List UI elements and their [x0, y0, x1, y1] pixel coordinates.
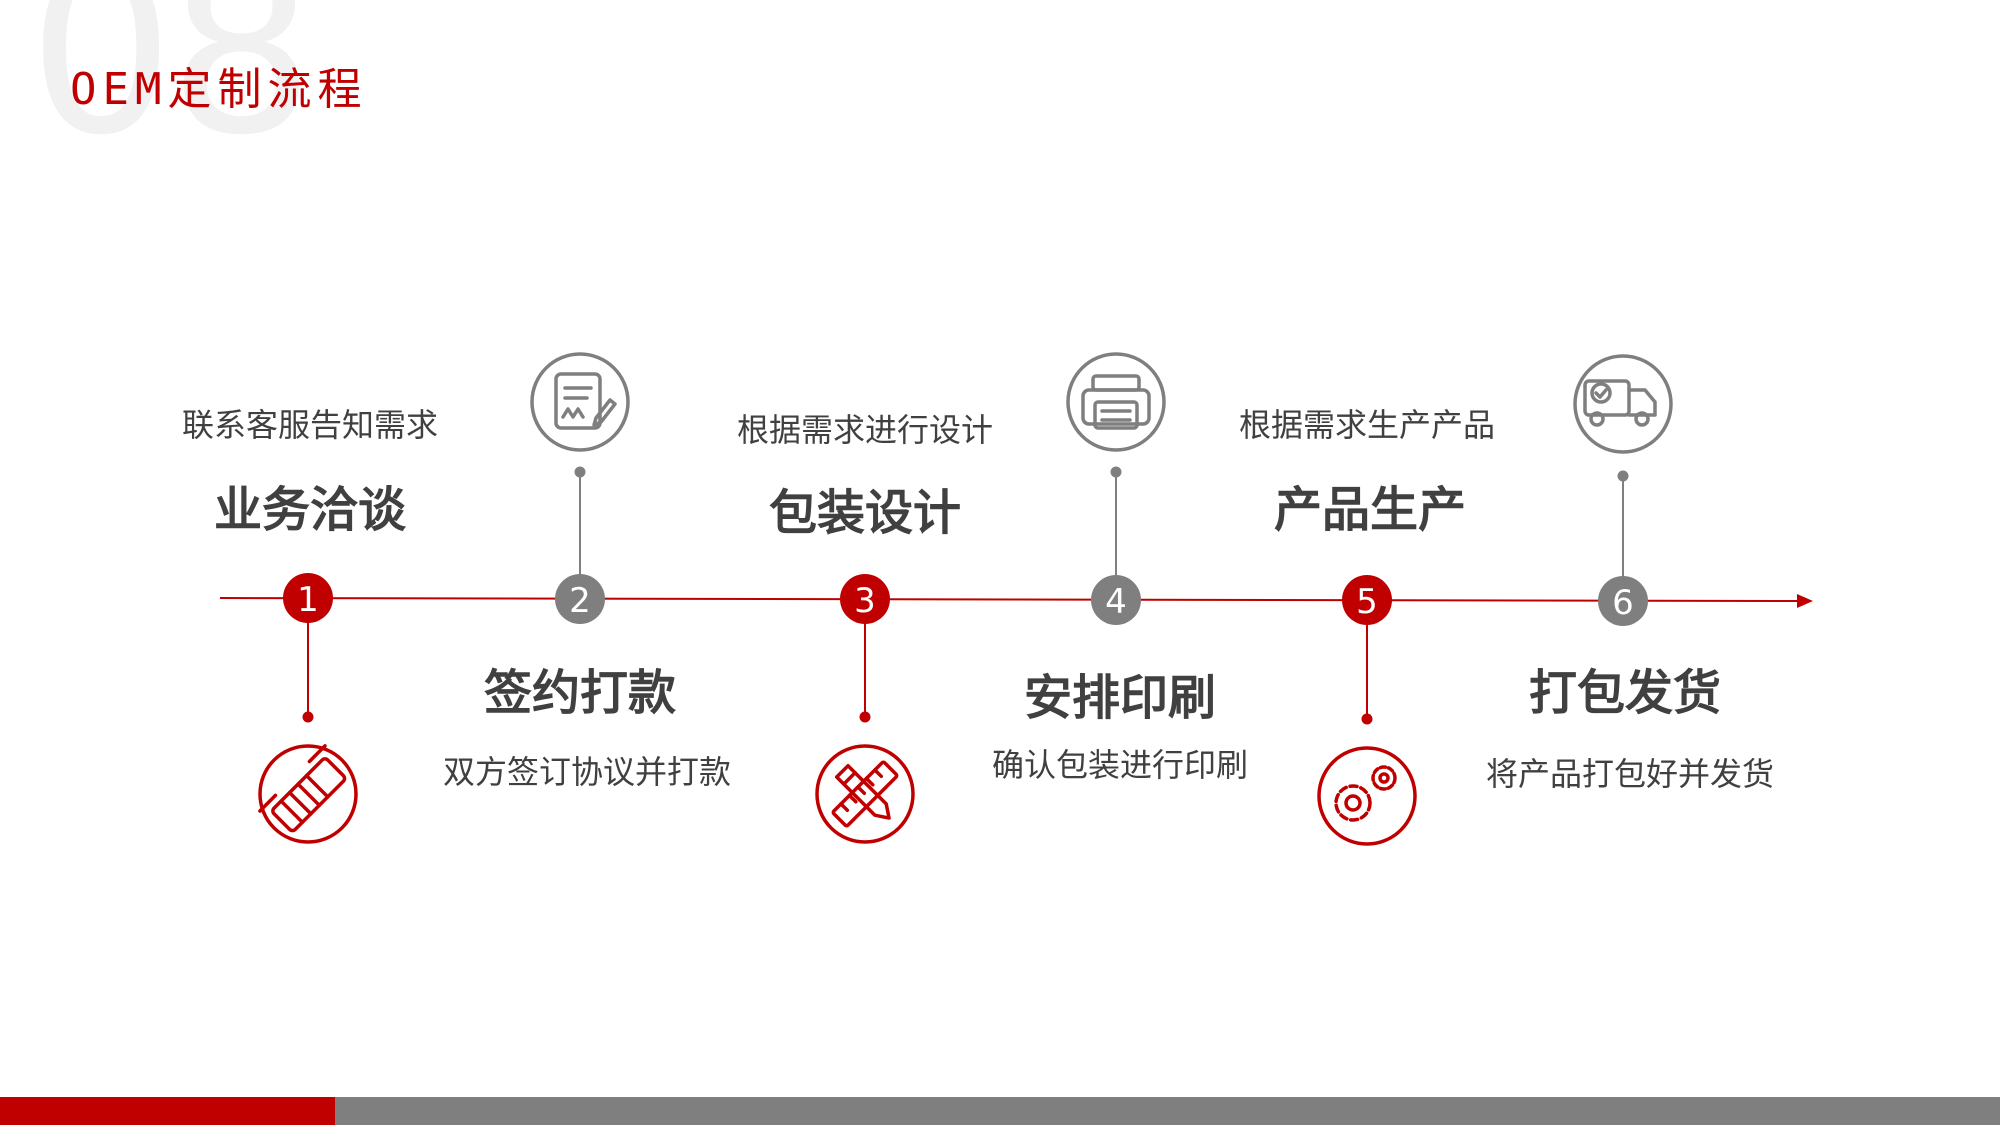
- step-6-number: 6: [1612, 583, 1634, 623]
- step-5-description: 根据需求生产产品: [1238, 406, 1495, 444]
- pencil-ruler-icon: [815, 744, 915, 844]
- step-5-number: 5: [1356, 582, 1378, 622]
- step-3-node: 3: [840, 574, 890, 624]
- step-1-description: 联系客服告知需求: [181, 406, 438, 444]
- page-title: OEM定制流程: [70, 64, 368, 115]
- step-1-number: 1: [297, 580, 319, 620]
- step-4-number: 4: [1105, 582, 1127, 622]
- step-2-description: 双方签订协议并打款: [442, 753, 731, 791]
- step-5-title: 产品生产: [1273, 482, 1466, 538]
- gears-icon: [1317, 746, 1417, 846]
- delivery-truck-icon: [1573, 354, 1673, 454]
- contract-sign-icon: [530, 352, 630, 452]
- step-4-node: 4: [1091, 575, 1141, 625]
- step-4-description: 确认包装进行印刷: [991, 746, 1248, 784]
- footer-bar-accent: [0, 1097, 335, 1125]
- timeline-axis: [219, 597, 1801, 602]
- step-2-node: 2: [555, 574, 605, 624]
- handshake-icon: [258, 744, 358, 844]
- step-4-title: 安排印刷: [1023, 670, 1216, 726]
- step-1-node: 1: [283, 573, 333, 623]
- step-6-description: 将产品打包好并发货: [1485, 755, 1774, 793]
- step-3-description: 根据需求进行设计: [736, 411, 993, 449]
- step-5-node: 5: [1342, 575, 1392, 625]
- step-6-node: 6: [1598, 576, 1648, 626]
- step-6-title: 打包发货: [1528, 665, 1721, 721]
- step-2-number: 2: [569, 581, 591, 621]
- step-3-title: 包装设计: [768, 485, 961, 541]
- timeline-arrow-head: [1797, 594, 1813, 608]
- background-number: 08: [28, 0, 315, 186]
- step-2-title: 签约打款: [483, 665, 676, 721]
- step-3-number: 3: [854, 581, 876, 621]
- printer-icon: [1066, 352, 1166, 452]
- step-1-title: 业务洽谈: [213, 482, 406, 538]
- footer-bar: [335, 1097, 2000, 1125]
